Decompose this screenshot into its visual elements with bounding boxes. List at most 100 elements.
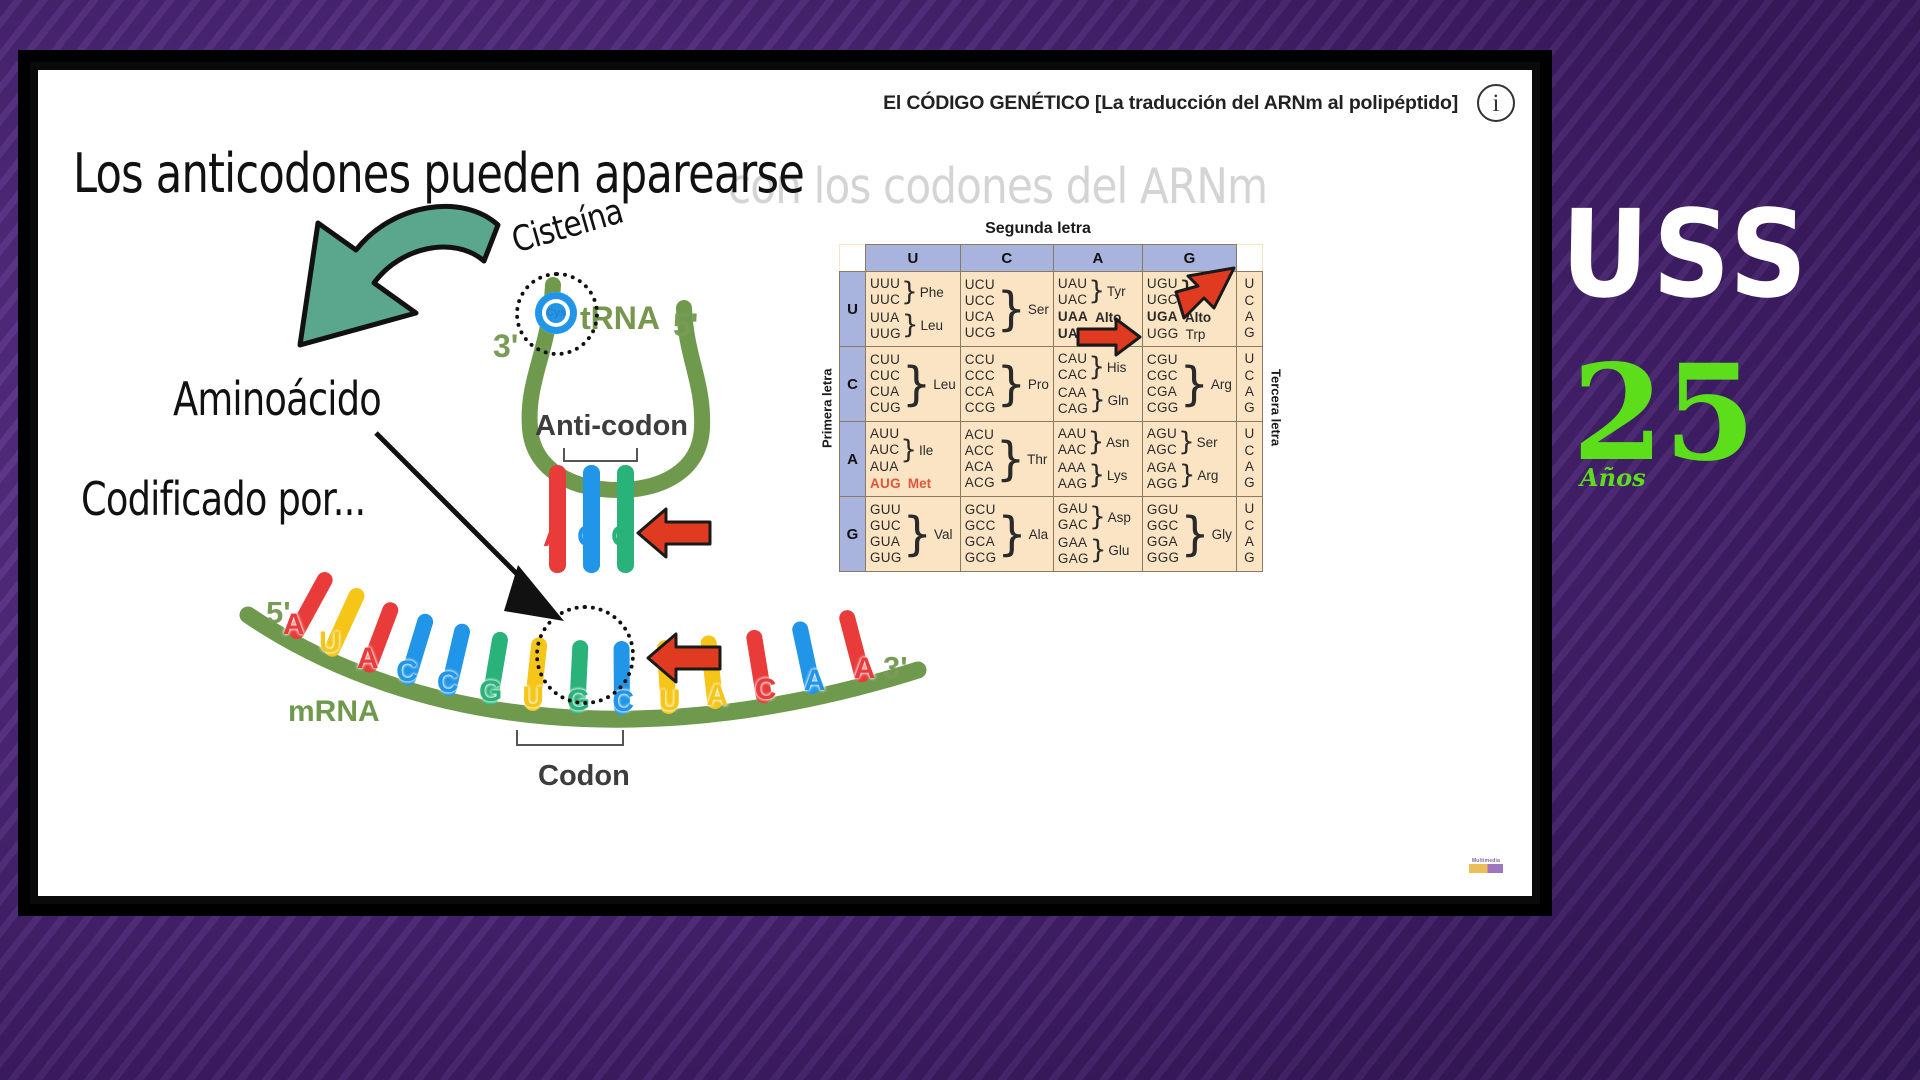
cysteine-bead: Cys bbox=[535, 292, 577, 334]
cysteine-bead-label: Cys bbox=[545, 307, 567, 319]
codon-triplet: UCA bbox=[964, 309, 995, 324]
red-arrow-codon bbox=[646, 632, 722, 684]
codon-triplet: GCA bbox=[964, 534, 995, 549]
codon-triplet: GAU bbox=[1057, 501, 1089, 517]
codon-triplet: AGU bbox=[1146, 426, 1178, 442]
codon-table-body: UUUUUUCPheUUAUUGLeuUCUUCCUCAUCGSerUAUUAC… bbox=[839, 271, 1263, 572]
codon-brace bbox=[1088, 432, 1105, 453]
codon-triplet: GGA bbox=[1146, 534, 1178, 549]
codon-cell-groups: ACUACCACAACGThr bbox=[965, 427, 1049, 492]
amino-acid-label: Leu bbox=[933, 376, 956, 392]
mrna-base-letter: U bbox=[319, 626, 341, 660]
codon-triplet: AGC bbox=[1146, 442, 1178, 458]
codon-triplet: CGG bbox=[1146, 400, 1179, 416]
amino-acid-label: Pro bbox=[1027, 376, 1049, 392]
amino-acid-label: Asn bbox=[1106, 434, 1130, 450]
mrna-base-letter: A bbox=[706, 679, 729, 713]
codon-group: CUUCUCCUACUGLeu bbox=[870, 352, 956, 417]
amino-acid-label: Ser bbox=[1027, 301, 1049, 317]
amino-acid-label: Ser bbox=[1196, 434, 1218, 450]
annotation-title: Los anticodones pueden aparearse bbox=[73, 142, 805, 205]
codon-cell: CUUCUCCUACUGLeu bbox=[865, 346, 961, 422]
mrna-base-letter: U bbox=[658, 683, 681, 717]
info-icon[interactable]: i bbox=[1477, 84, 1515, 122]
anticodon-base-a: A bbox=[543, 520, 565, 553]
column-header-c: C bbox=[959, 244, 1054, 272]
codon-triplet: UAU bbox=[1057, 275, 1088, 291]
table-caption-second-letter: Segunda letra bbox=[985, 220, 1091, 237]
codon-triplet: AUU bbox=[870, 426, 900, 442]
codon-list: UAA bbox=[1058, 309, 1088, 325]
codon-brace bbox=[1180, 367, 1209, 402]
codon-triplet: CAA bbox=[1057, 384, 1087, 400]
codon-group: AUUAUCAUAIle bbox=[870, 426, 956, 475]
amino-acid-label: Phe bbox=[919, 284, 944, 300]
third-letter: G bbox=[1244, 325, 1255, 341]
codon-triplet: AUC bbox=[870, 442, 900, 458]
codon-cell-groups: CUUCUCCUACUGLeu bbox=[870, 352, 956, 417]
codon-triplet: GGG bbox=[1146, 550, 1180, 566]
codon-triplet: GAC bbox=[1057, 517, 1089, 533]
codon-triplet: UGC bbox=[1146, 291, 1178, 307]
mrna-base-letter: C bbox=[436, 666, 459, 700]
codon-list: UGA bbox=[1147, 309, 1178, 325]
codon-brace bbox=[1180, 517, 1209, 552]
codon-triplet: ACA bbox=[964, 459, 994, 474]
codon-triplet: UGU bbox=[1146, 275, 1178, 291]
watermark-bar bbox=[1469, 863, 1503, 873]
row-header-g: G bbox=[839, 496, 866, 572]
codon-group: CGUCGCCGACGGArg bbox=[1147, 352, 1232, 417]
codon-triplet: UUG bbox=[870, 325, 901, 341]
codon-triplet: UCG bbox=[964, 325, 996, 341]
codon-group: GAAGAGGlu bbox=[1058, 535, 1138, 567]
codon-triplet: GCC bbox=[964, 517, 996, 533]
third-letter: A bbox=[1244, 309, 1254, 324]
table-caption-first-letter: Primera letra bbox=[819, 368, 835, 448]
anticodon-base-g: G bbox=[611, 520, 635, 553]
amino-acid-label: Gln bbox=[1107, 393, 1129, 409]
codon-triplet: CAG bbox=[1057, 400, 1089, 416]
codon-triplet: UCU bbox=[964, 276, 995, 292]
codon-cell: UCUUCCUCAUCGSer bbox=[959, 271, 1054, 347]
trna-3prime-label: 3' bbox=[493, 328, 519, 364]
codon-triplet: CGA bbox=[1146, 384, 1178, 399]
codon-triplet: GUU bbox=[870, 501, 901, 517]
column-header-a: A bbox=[1052, 244, 1143, 272]
codon-cell: GUUGUCGUAGUGVal bbox=[865, 496, 961, 572]
codon-cell-groups: GCUGCCGCAGCGAla bbox=[965, 502, 1049, 567]
amino-acid-label: Thr bbox=[1027, 451, 1048, 467]
codon-brace bbox=[1088, 281, 1105, 302]
codon-group: AAAAAGLys bbox=[1058, 460, 1138, 492]
codon-group: CAUCACHis bbox=[1058, 351, 1138, 383]
table-caption-third-letter: Tercera letra bbox=[1268, 369, 1284, 447]
codon-triplet: ACU bbox=[964, 426, 995, 442]
codon-triplet: UUA bbox=[870, 309, 900, 325]
column-header-u: U bbox=[865, 244, 961, 272]
codon-cell: CAUCACHisCAACAG Gln bbox=[1052, 346, 1143, 422]
codon-group: UAUUACTyr bbox=[1058, 276, 1138, 308]
codon-triplet: AUA bbox=[870, 458, 899, 474]
amino-acid-label: Alto bbox=[1184, 309, 1212, 325]
codon-triplet: UGG bbox=[1146, 326, 1179, 342]
amino-acid-label: Ala bbox=[1028, 526, 1049, 542]
codon-brace bbox=[1090, 540, 1107, 561]
amino-acid-label: Gly bbox=[1211, 526, 1232, 542]
codon-triplet: GAG bbox=[1057, 550, 1089, 566]
codon-group: AGAAGGArg bbox=[1147, 460, 1232, 492]
amino-acid-label: Val bbox=[933, 526, 953, 542]
codon-table-row: GGUUGUCGUAGUGValGCUGCCGCAGCGAlaGAUGACAsp… bbox=[839, 496, 1263, 572]
mrna-3prime-label: 3' bbox=[883, 650, 908, 685]
codon-brace bbox=[901, 282, 918, 303]
